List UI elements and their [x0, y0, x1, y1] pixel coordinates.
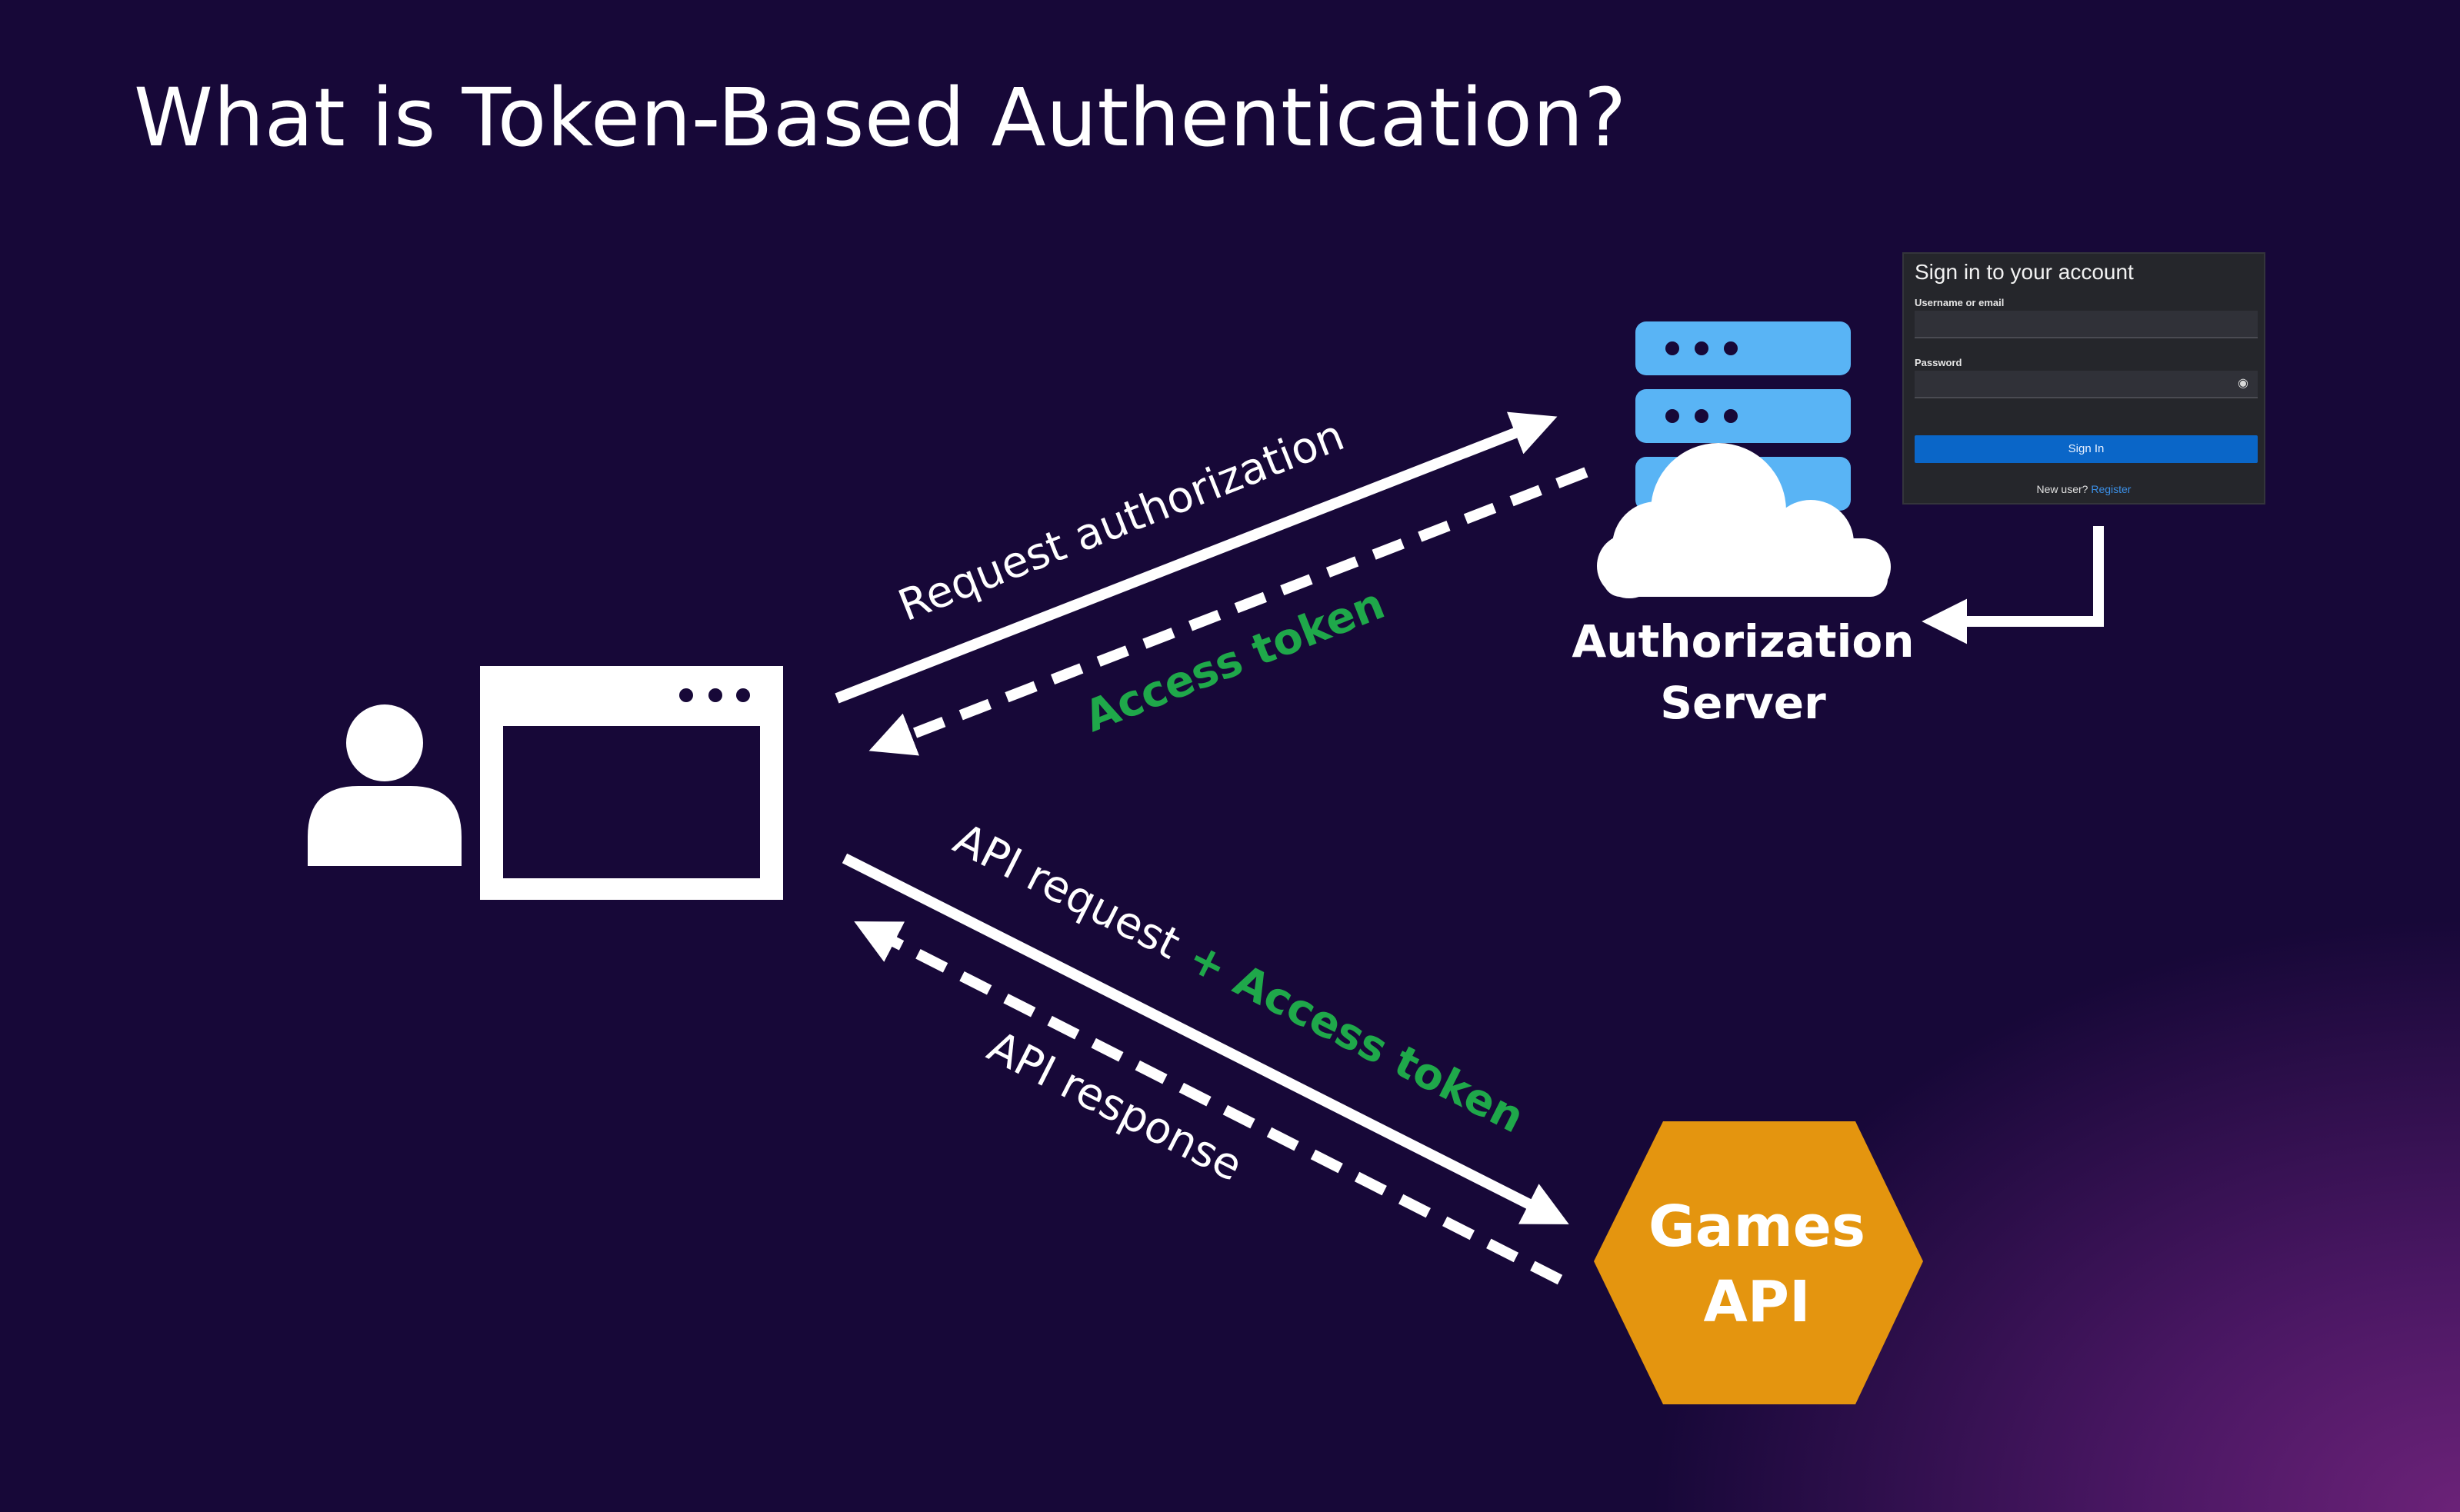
signin-button[interactable]: Sign In: [1915, 435, 2258, 463]
api-request-arrow: [842, 853, 1569, 1224]
signin-title: Sign in to your account: [1915, 260, 2134, 284]
signin-return-arrow: [1922, 526, 2104, 644]
register-link[interactable]: Register: [2091, 483, 2132, 495]
new-user-text: New user?: [2036, 483, 2088, 495]
signin-dialog: Sign in to your account Username or emai…: [1902, 252, 2265, 505]
username-label: Username or email: [1915, 297, 2005, 308]
authorization-server-label-line2: Server: [1660, 677, 1826, 729]
password-label: Password: [1915, 357, 1962, 368]
browser-window-icon: [480, 666, 783, 900]
register-line: New user? Register: [1904, 483, 2264, 495]
authorization-server-label-line1: Authorization: [1572, 615, 1914, 668]
access-token-return-arrow: [868, 467, 1588, 756]
user-icon: [308, 704, 462, 866]
api-response-arrow: [854, 921, 1563, 1285]
api-request-text: API request: [946, 814, 1188, 969]
eye-icon[interactable]: ◉: [2238, 377, 2248, 390]
slide-title: What is Token-Based Authentication?: [134, 71, 1627, 165]
password-field[interactable]: ◉: [1915, 371, 2258, 398]
api-request-label: API request+ Access token: [946, 814, 1532, 1143]
username-field[interactable]: [1915, 311, 2258, 338]
cloud-icon: [1597, 443, 1891, 598]
games-api-label-line1: Games: [1648, 1194, 1865, 1260]
hexagon-icon: [1594, 1121, 1923, 1404]
games-api-label-line2: API: [1703, 1269, 1810, 1335]
request-authorization-arrow: [835, 411, 1558, 704]
